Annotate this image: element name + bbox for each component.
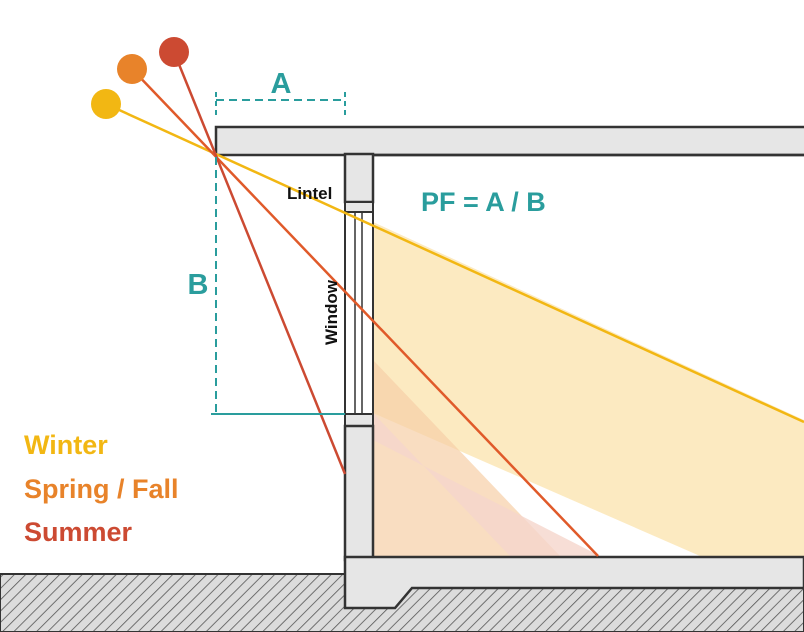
wall-upper [343, 152, 375, 204]
sill [344, 413, 374, 427]
legend-winter: Winter [24, 430, 108, 460]
legend-summer: Summer [24, 517, 133, 547]
legend-spring-fall: Spring / Fall [24, 474, 179, 504]
winter-light-area [373, 222, 804, 556]
floor-slab [343, 555, 804, 610]
window-label: Window [322, 279, 341, 345]
winter-sun-icon [91, 89, 121, 119]
dimension-a-label: A [271, 68, 292, 100]
summer-sun-icon [159, 37, 189, 67]
summer-light-area [373, 413, 600, 556]
spring-fall-light-area [373, 360, 560, 556]
wall-lower [343, 424, 375, 562]
summer-ray [172, 51, 347, 475]
winter-ray [105, 102, 804, 424]
lintel-label: Lintel [287, 184, 332, 203]
lintel [344, 201, 374, 213]
spring-fall-sun-icon [117, 54, 147, 84]
projection-factor-formula: PF = A / B [421, 187, 546, 217]
roof-slab [214, 125, 804, 157]
dimension-b-label: B [188, 269, 209, 301]
spring-fall-ray [131, 68, 599, 557]
window-frame [344, 211, 374, 415]
